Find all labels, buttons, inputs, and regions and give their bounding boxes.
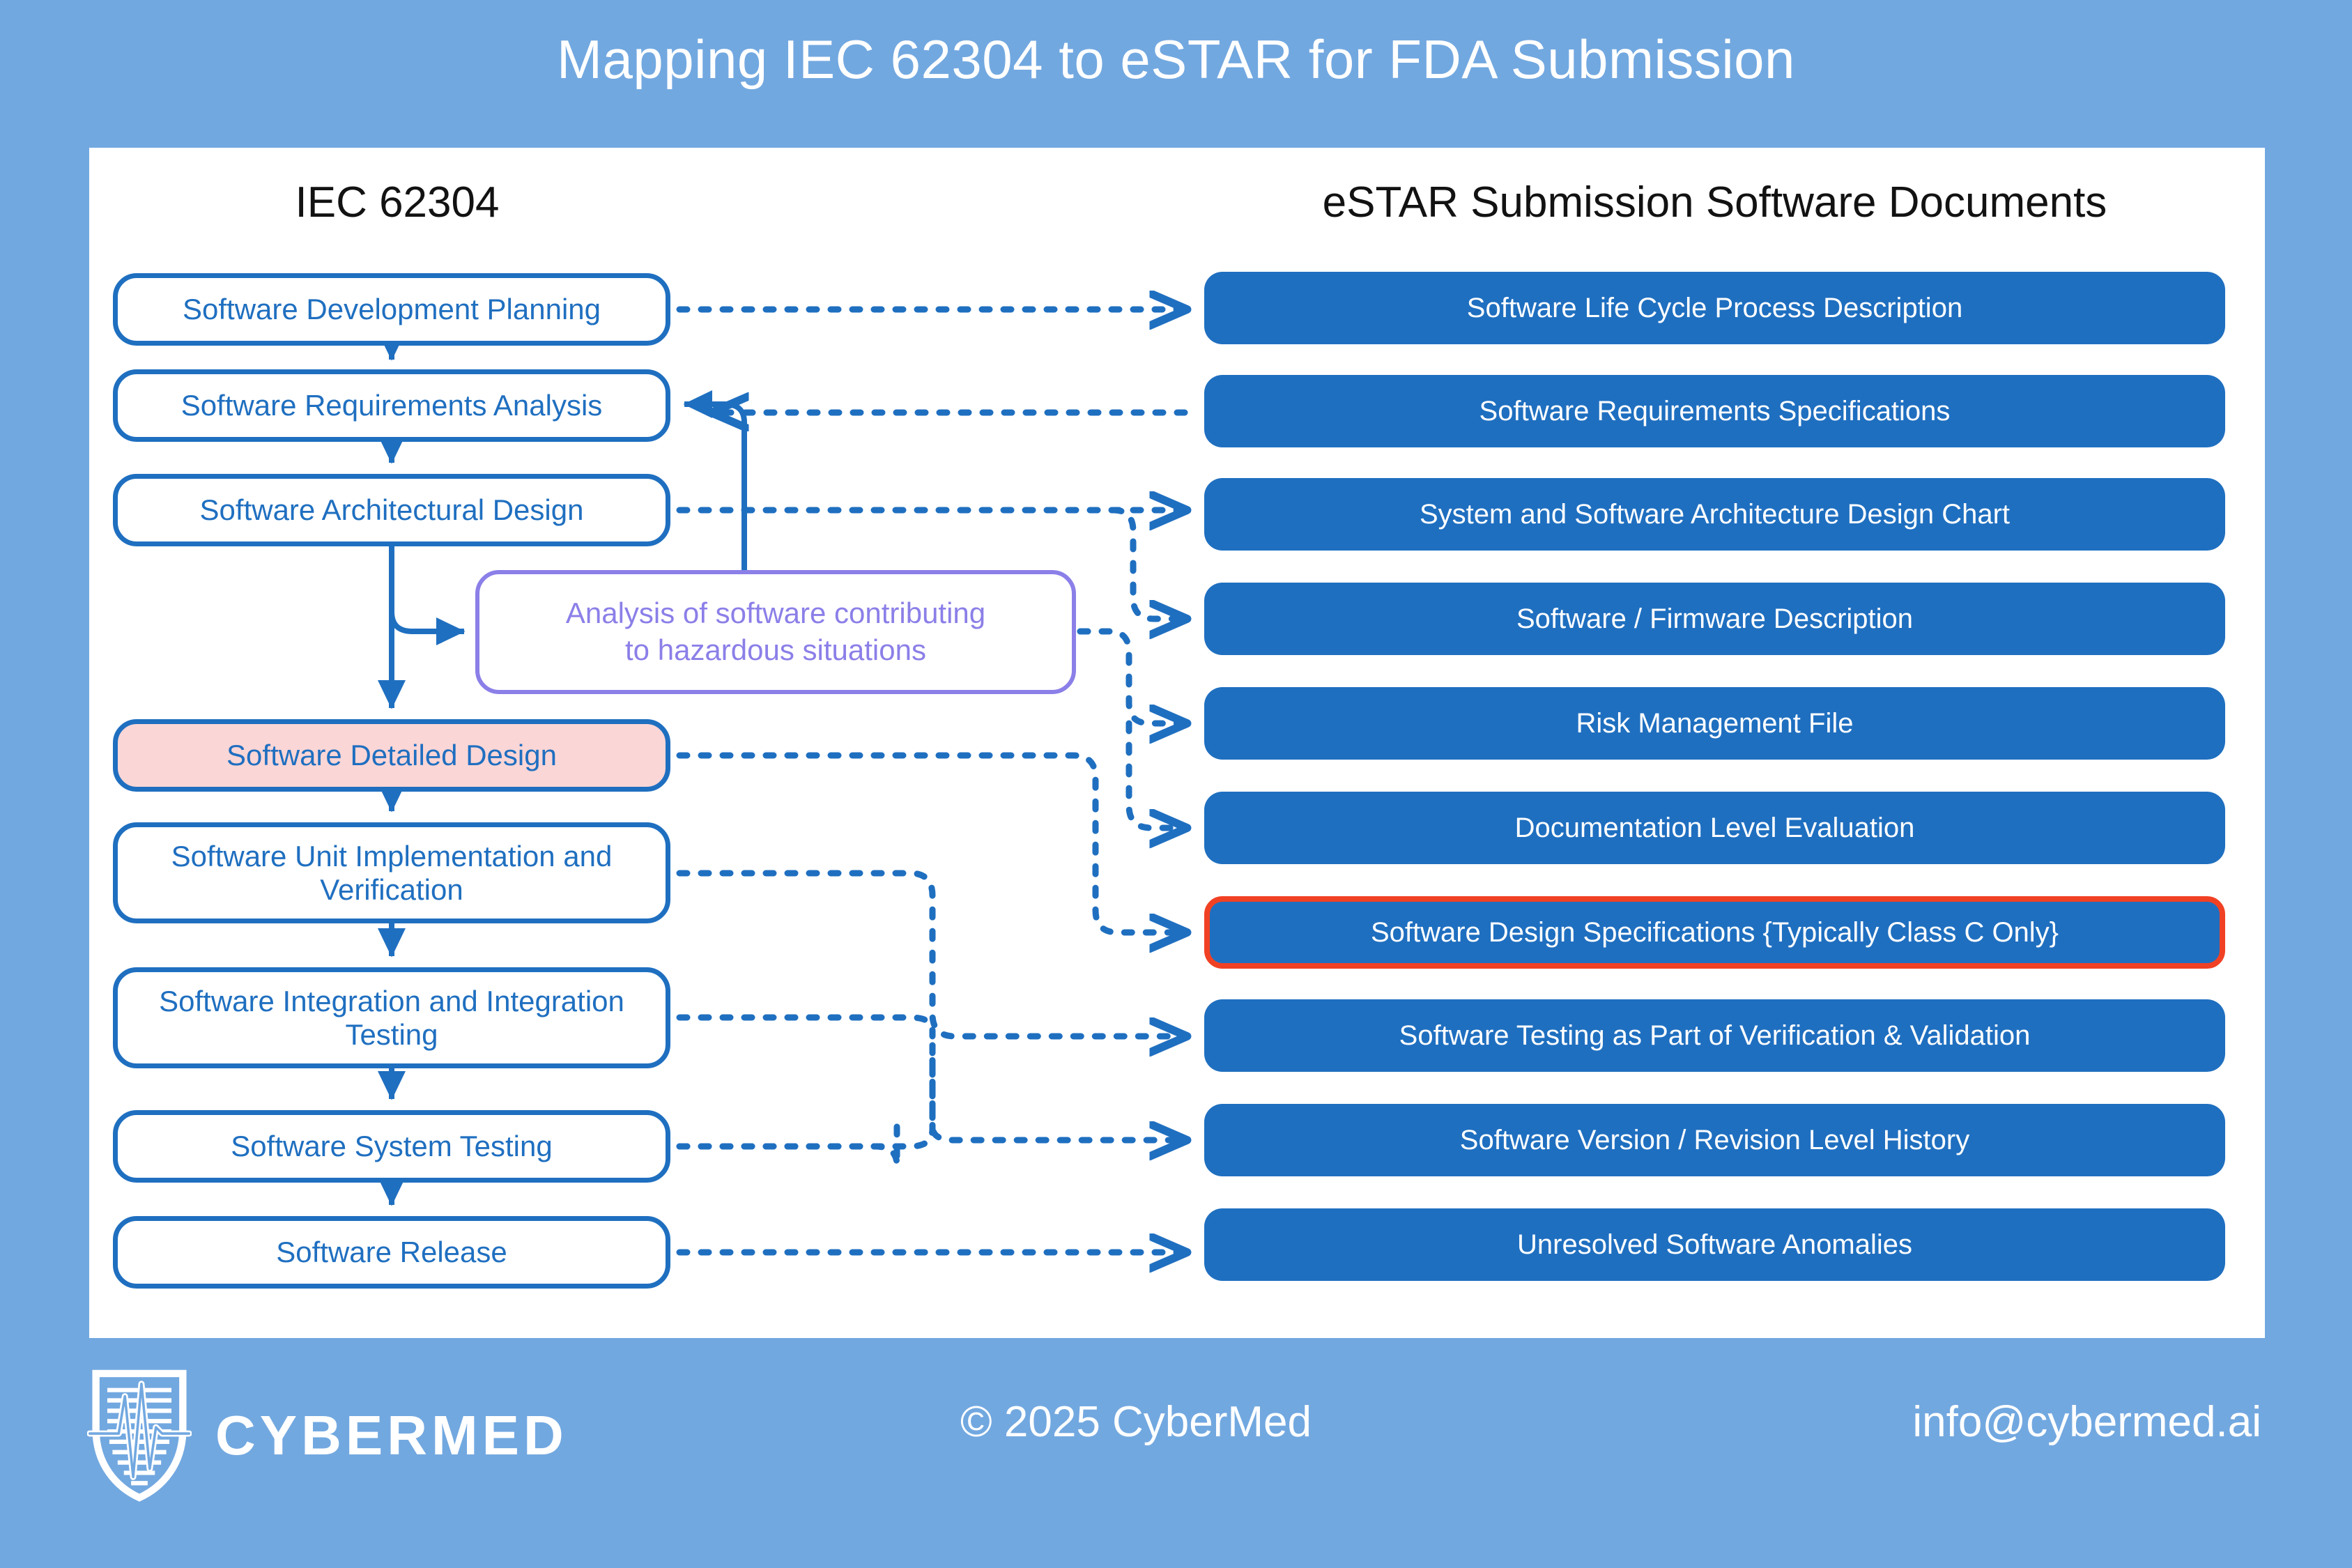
document-pill[interactable]: Software Testing as Part of Verification… [1204, 999, 2225, 1072]
lifecycle-box-highlighted[interactable]: Software Detailed Design [113, 719, 670, 792]
brand-name: CYBERMED [215, 1404, 568, 1466]
document-pill[interactable]: Software Life Cycle Process Description [1204, 272, 2225, 344]
shield-ecg-icon [87, 1369, 192, 1502]
column-heading-estar: eSTAR Submission Software Documents [1322, 178, 2107, 226]
column-heading-iec62304: IEC 62304 [295, 178, 500, 226]
lifecycle-box[interactable]: Software Requirements Analysis [113, 369, 670, 442]
document-pill[interactable]: Risk Management File [1204, 687, 2225, 760]
lifecycle-box[interactable]: Software Development Planning [113, 273, 670, 346]
document-pill[interactable]: Software Version / Revision Level Histor… [1204, 1104, 2225, 1176]
analysis-hazard-box[interactable]: Analysis of software contributing to haz… [475, 570, 1076, 694]
document-pill[interactable]: Software Requirements Specifications [1204, 375, 2225, 447]
contact-email[interactable]: info@cybermed.ai [1912, 1398, 2261, 1446]
document-pill[interactable]: Software / Firmware Description [1204, 583, 2225, 655]
analysis-line-1: Analysis of software contributing [565, 597, 986, 630]
copyright-text: © 2025 CyberMed [960, 1398, 1312, 1446]
footer: CYBERMED © 2025 CyberMed info@cybermed.a… [0, 1362, 2352, 1544]
document-pill[interactable]: Unresolved Software Anomalies [1204, 1208, 2225, 1281]
lifecycle-box[interactable]: Software Release [113, 1216, 670, 1289]
lifecycle-box[interactable]: Software Unit Implementation and Verific… [113, 822, 670, 923]
document-pill[interactable]: System and Software Architecture Design … [1204, 478, 2225, 551]
brand-logo: CYBERMED [87, 1369, 568, 1502]
lifecycle-box[interactable]: Software Architectural Design [113, 474, 670, 546]
analysis-line-2: to hazardous situations [625, 633, 926, 666]
page-title: Mapping IEC 62304 to eSTAR for FDA Submi… [557, 29, 1795, 90]
document-pill[interactable]: Documentation Level Evaluation [1204, 792, 2225, 864]
document-pill-highlighted[interactable]: Software Design Specifications {Typicall… [1204, 896, 2225, 969]
lifecycle-box[interactable]: Software Integration and Integration Tes… [113, 967, 670, 1068]
lifecycle-box[interactable]: Software System Testing [113, 1110, 670, 1183]
